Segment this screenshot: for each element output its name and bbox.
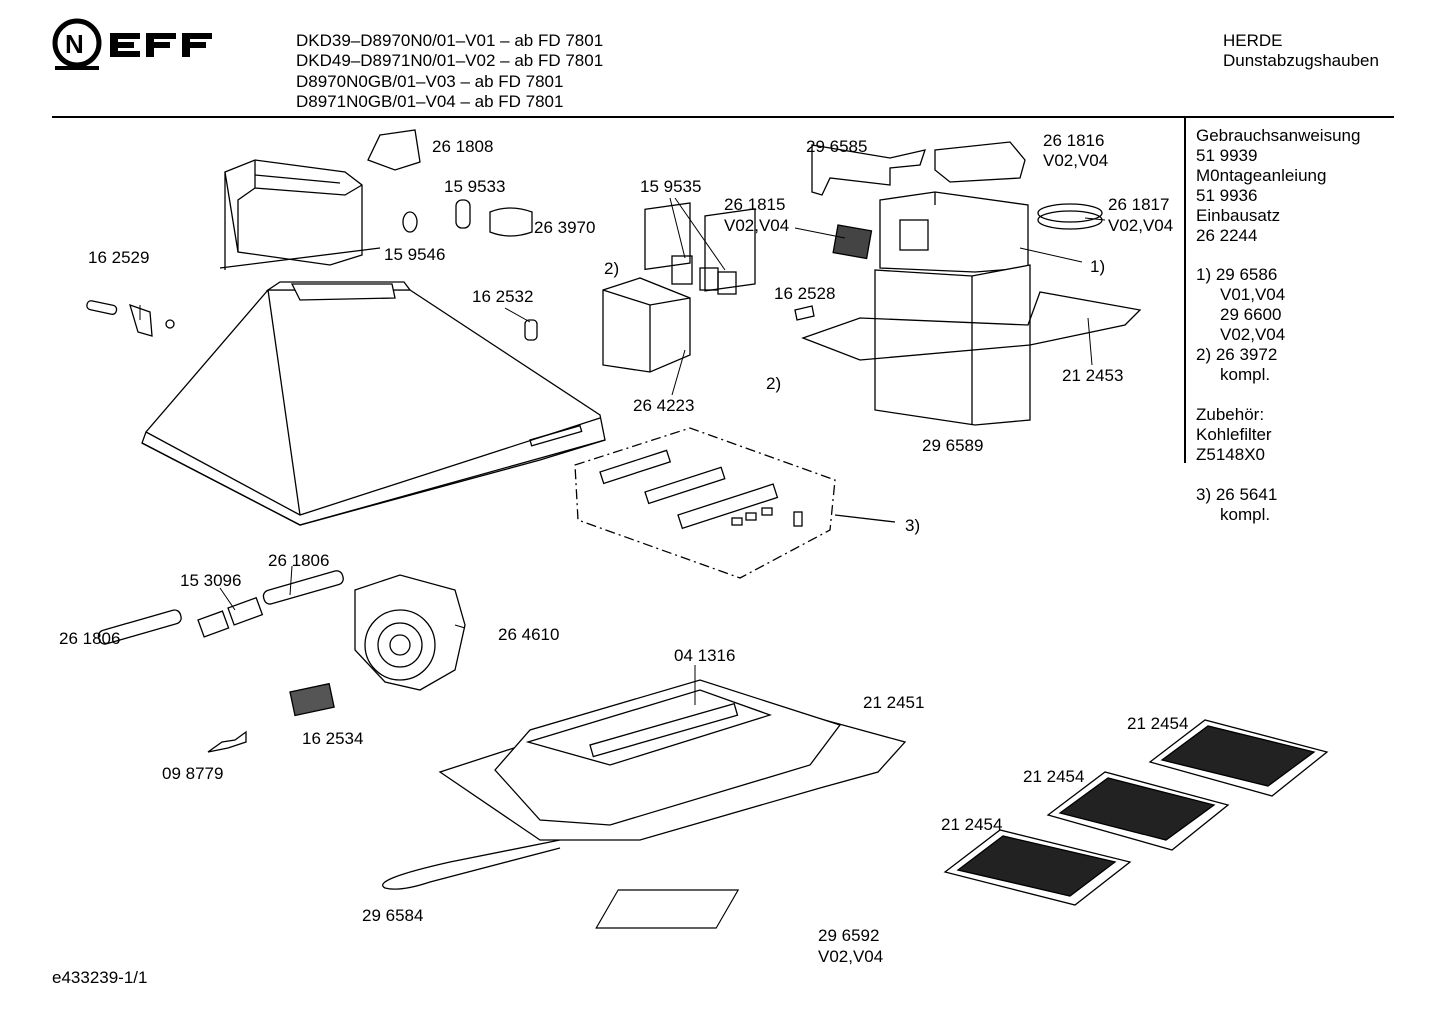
small-parts-top-drawing — [367, 129, 538, 341]
part-label: 21 2454 — [1127, 714, 1189, 733]
part-label: 15 3096 — [180, 571, 242, 590]
part-label: 2) — [766, 374, 782, 393]
part-label: V02,V04 — [818, 947, 884, 966]
svg-text:N: N — [65, 29, 84, 59]
sidebar-line: Einbausatz — [1196, 206, 1281, 225]
category: HERDE — [1223, 31, 1283, 50]
part-label: 21 2454 — [941, 815, 1003, 834]
sidebar-line: V01,V04 — [1220, 285, 1286, 304]
sidebar-line: Gebrauchsanweisung — [1196, 126, 1361, 145]
part-label: V02,V04 — [1043, 151, 1109, 170]
sidebar-line: 29 6600 — [1220, 305, 1282, 324]
part-label: 26 4610 — [498, 625, 560, 644]
footer-doc-id: e433239-1/1 — [52, 968, 148, 987]
part-label: 26 1806 — [268, 551, 330, 570]
sidebar-line: 1) 29 6586 — [1196, 265, 1278, 284]
part-label: V02,V04 — [724, 216, 790, 235]
subcategory: Dunstabzugshauben — [1223, 51, 1379, 70]
mounting-box-drawing — [219, 159, 381, 270]
sidebar-line: Z5148X0 — [1196, 445, 1265, 464]
sidebar-rule — [1184, 118, 1186, 463]
header-rule — [52, 116, 1394, 118]
part-label: 29 6585 — [806, 137, 868, 156]
leader-lines — [139, 197, 1106, 705]
sidebar-line: kompl. — [1220, 505, 1271, 524]
lamps-fan-drawing — [97, 570, 466, 753]
part-label: 26 4223 — [633, 396, 695, 415]
part-label: 26 3970 — [534, 218, 596, 237]
part-label: 09 8779 — [162, 764, 224, 783]
part-label: 26 1808 — [432, 137, 494, 156]
sidebar-line: 3) 26 5641 — [1196, 485, 1278, 504]
part-label: 29 6592 — [818, 926, 880, 945]
part-label: 16 2529 — [88, 248, 150, 267]
model-line-3: D8970N0GB/01–V03 – ab FD 7801 — [296, 72, 564, 91]
part-label: 29 6589 — [922, 436, 984, 455]
model-line-2: DKD49–D8971N0/01–V02 – ab FD 7801 — [296, 51, 604, 70]
part-label: 04 1316 — [674, 646, 736, 665]
sidebar-line: 2) 26 3972 — [1196, 345, 1278, 364]
electronics-module-drawing — [602, 202, 756, 373]
sidebar-line: Zubehör: — [1196, 405, 1265, 424]
part-label: 15 9533 — [444, 177, 506, 196]
sidebar-line: 51 9936 — [1196, 186, 1258, 205]
part-label: 16 2532 — [472, 287, 534, 306]
part-label: 21 2453 — [1062, 366, 1124, 385]
control-panel-drawing — [574, 427, 896, 579]
sidebar-line: Kohlefilter — [1196, 425, 1272, 444]
model-line-4: D8971N0GB/01–V04 – ab FD 7801 — [296, 92, 564, 111]
neff-logo: N — [52, 18, 212, 70]
sidebar-line: V02,V04 — [1220, 325, 1286, 344]
part-label: 26 1806 — [59, 629, 121, 648]
part-label: 16 2534 — [302, 729, 364, 748]
part-label: 26 1817 — [1108, 195, 1170, 214]
part-label: 16 2528 — [774, 284, 836, 303]
grease-filter-drawing — [382, 679, 907, 890]
hood-body-drawing — [141, 281, 606, 526]
part-label: 21 2454 — [1023, 767, 1085, 786]
part-label: 26 1816 — [1043, 131, 1105, 150]
carbon-filters-drawing — [595, 719, 1329, 929]
sidebar-line: M0ntageanleiung — [1196, 166, 1327, 185]
chimney-drawing — [794, 141, 1142, 426]
part-label: 26 1815 — [724, 195, 786, 214]
bracket-16-2529-drawing — [86, 300, 175, 337]
sidebar-line: kompl. — [1220, 365, 1271, 384]
sidebar-line: 26 2244 — [1196, 226, 1258, 245]
part-label: 15 9535 — [640, 177, 702, 196]
part-label: 2) — [604, 259, 620, 278]
part-label: 3) — [905, 516, 921, 535]
part-label: 1) — [1090, 257, 1106, 276]
sidebar-line: 51 9939 — [1196, 146, 1258, 165]
model-line-1: DKD39–D8970N0/01–V01 – ab FD 7801 — [296, 31, 604, 50]
part-label: 21 2451 — [863, 693, 925, 712]
part-label: 29 6584 — [362, 906, 424, 925]
part-label: V02,V04 — [1108, 216, 1174, 235]
part-label: 15 9546 — [384, 245, 446, 264]
